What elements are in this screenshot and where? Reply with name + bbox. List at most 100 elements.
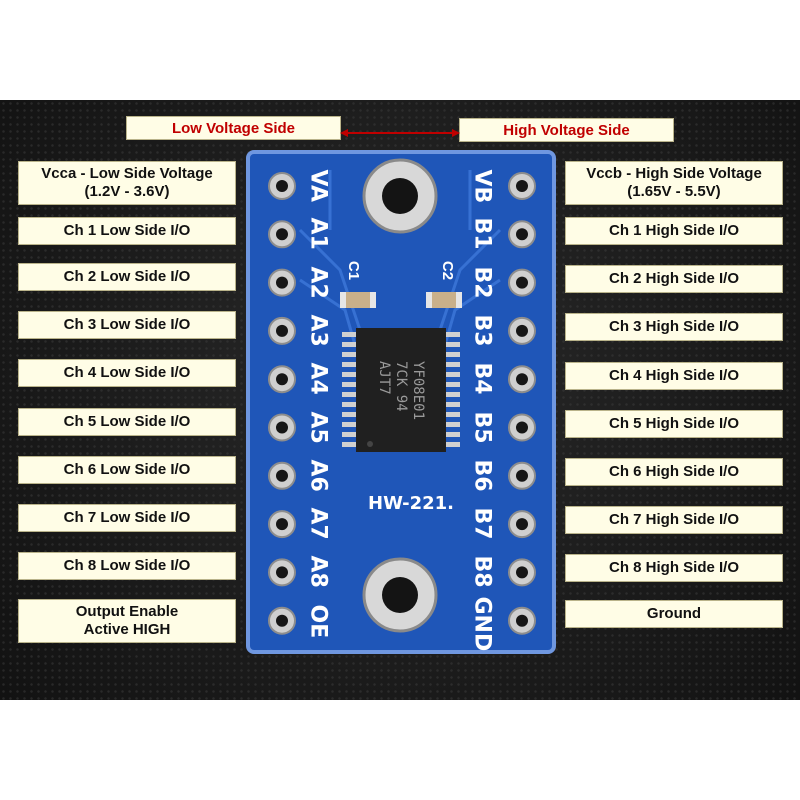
chip-leg <box>446 362 460 367</box>
label-ch8-low: Ch 8 Low Side I/O <box>18 552 236 580</box>
capacitor-c1 <box>340 292 376 308</box>
pin-pad-right-5 <box>508 365 536 394</box>
board-model-label: HW-221. <box>368 493 454 514</box>
pin-pad-right-6 <box>508 413 536 442</box>
pin-pad-right-2 <box>508 220 536 249</box>
pin-pad-right-7 <box>508 461 536 490</box>
chip-leg <box>446 432 460 437</box>
chip-leg <box>342 432 356 437</box>
pin-label-left-6: A5 <box>305 411 331 444</box>
cap-label-c1: C1 <box>345 260 363 281</box>
pin-label-right-7: B6 <box>469 459 495 492</box>
chip-leg <box>342 412 356 417</box>
chip-leg <box>342 352 356 357</box>
pin-label-right-6: B5 <box>469 411 495 444</box>
pin-label-left-9: A8 <box>305 555 331 589</box>
label-ch1-high: Ch 1 High Side I/O <box>565 217 783 245</box>
pin-label-right-2: B1 <box>469 217 495 250</box>
pin-label-right-9: B8 <box>469 555 495 588</box>
pin-label-left-8: A7 <box>305 507 331 540</box>
pin-pad-left-10 <box>268 606 296 635</box>
label-ch8-high: Ch 8 High Side I/O <box>565 554 783 582</box>
pin-label-left-2: A1 <box>305 217 331 251</box>
label-ch7-low: Ch 7 Low Side I/O <box>18 504 236 532</box>
label-vcca-line1: Vcca - Low Side Voltage <box>41 165 213 182</box>
pin-label-left-10: OE <box>305 604 331 638</box>
pin-label-left-4: A3 <box>305 314 331 347</box>
label-vccb: Vccb - High Side Voltage (1.65V - 5.5V) <box>565 161 783 205</box>
pin-label-left-5: A4 <box>305 362 331 396</box>
cap-label-c2: C2 <box>439 260 457 281</box>
pin-label-right-4: B3 <box>469 314 495 347</box>
label-ch1-low: Ch 1 Low Side I/O <box>18 217 236 245</box>
pin-pad-right-4 <box>508 316 536 345</box>
pin-label-left-3: A2 <box>305 266 331 299</box>
mounting-hole-top <box>362 158 438 234</box>
pin-pads <box>268 172 536 635</box>
chip-text-line-3: AJT7 <box>376 360 393 395</box>
chip-pins <box>342 332 460 447</box>
pin-pad-left-8 <box>268 510 296 539</box>
label-ch7-high: Ch 7 High Side I/O <box>565 506 783 534</box>
label-ch5-low: Ch 5 Low Side I/O <box>18 408 236 436</box>
chip-leg <box>342 332 356 337</box>
label-oe-line2: Active HIGH <box>83 621 171 638</box>
pin-pad-right-3 <box>508 268 536 297</box>
pin-label-left-1: VA <box>305 169 331 203</box>
chip-leg <box>446 342 460 347</box>
pin-pad-left-2 <box>268 220 296 249</box>
label-ch3-high: Ch 3 High Side I/O <box>565 313 783 341</box>
pin-label-right-8: B7 <box>469 507 495 540</box>
pin-pad-right-10 <box>508 606 536 635</box>
label-output-enable: Output Enable Active HIGH <box>18 599 236 643</box>
label-ch2-high: Ch 2 High Side I/O <box>565 265 783 293</box>
chip-leg <box>446 372 460 377</box>
chip-leg <box>446 402 460 407</box>
pin-pad-left-3 <box>268 268 296 297</box>
chip-leg <box>446 382 460 387</box>
pin-pad-left-6 <box>268 413 296 442</box>
chip-leg <box>342 442 356 447</box>
chip-leg <box>446 442 460 447</box>
pin-label-right-10: GND <box>469 596 495 651</box>
label-ch6-high: Ch 6 High Side I/O <box>565 458 783 486</box>
chip-leg <box>446 412 460 417</box>
label-vccb-line2: (1.65V - 5.5V) <box>627 183 721 200</box>
pin-pad-left-5 <box>268 365 296 394</box>
label-ground: Ground <box>565 600 783 628</box>
chip-leg <box>446 332 460 337</box>
tca-chip <box>356 328 446 452</box>
chip-leg <box>342 342 356 347</box>
chip-leg <box>342 422 356 427</box>
chip-text-line-2: 7CK 94 <box>393 360 410 412</box>
pin-pad-left-9 <box>268 558 296 587</box>
pin-pad-left-1 <box>268 172 296 200</box>
chip-leg <box>342 382 356 387</box>
label-ch4-high: Ch 4 High Side I/O <box>565 362 783 390</box>
high-voltage-side-header: High Voltage Side <box>459 118 674 142</box>
pin-label-right-5: B4 <box>469 362 495 395</box>
label-ch3-low: Ch 3 Low Side I/O <box>18 311 236 339</box>
double-arrow-icon <box>340 129 460 137</box>
pin-label-left-7: A6 <box>305 459 331 492</box>
chip-leg <box>342 372 356 377</box>
label-ch4-low: Ch 4 Low Side I/O <box>18 359 236 387</box>
pin-pad-left-7 <box>268 461 296 490</box>
pin-label-right-3: B2 <box>469 266 495 299</box>
label-ch5-high: Ch 5 High Side I/O <box>565 410 783 438</box>
label-ch2-low: Ch 2 Low Side I/O <box>18 263 236 291</box>
label-vcca: Vcca - Low Side Voltage (1.2V - 3.6V) <box>18 161 236 205</box>
pin-pad-left-4 <box>268 316 296 345</box>
chip-leg <box>446 392 460 397</box>
chip-marking: YF08E01 7CK 94 AJT7 <box>356 328 446 452</box>
chip-leg <box>342 362 356 367</box>
chip-leg <box>342 392 356 397</box>
label-vcca-line2: (1.2V - 3.6V) <box>84 183 170 200</box>
chip-leg <box>342 402 356 407</box>
pin-pad-right-9 <box>508 558 536 587</box>
capacitor-c2 <box>426 292 462 308</box>
pin-pad-right-1 <box>508 172 536 200</box>
pin-pad-right-8 <box>508 510 536 539</box>
label-vccb-line1: Vccb - High Side Voltage <box>586 165 762 182</box>
